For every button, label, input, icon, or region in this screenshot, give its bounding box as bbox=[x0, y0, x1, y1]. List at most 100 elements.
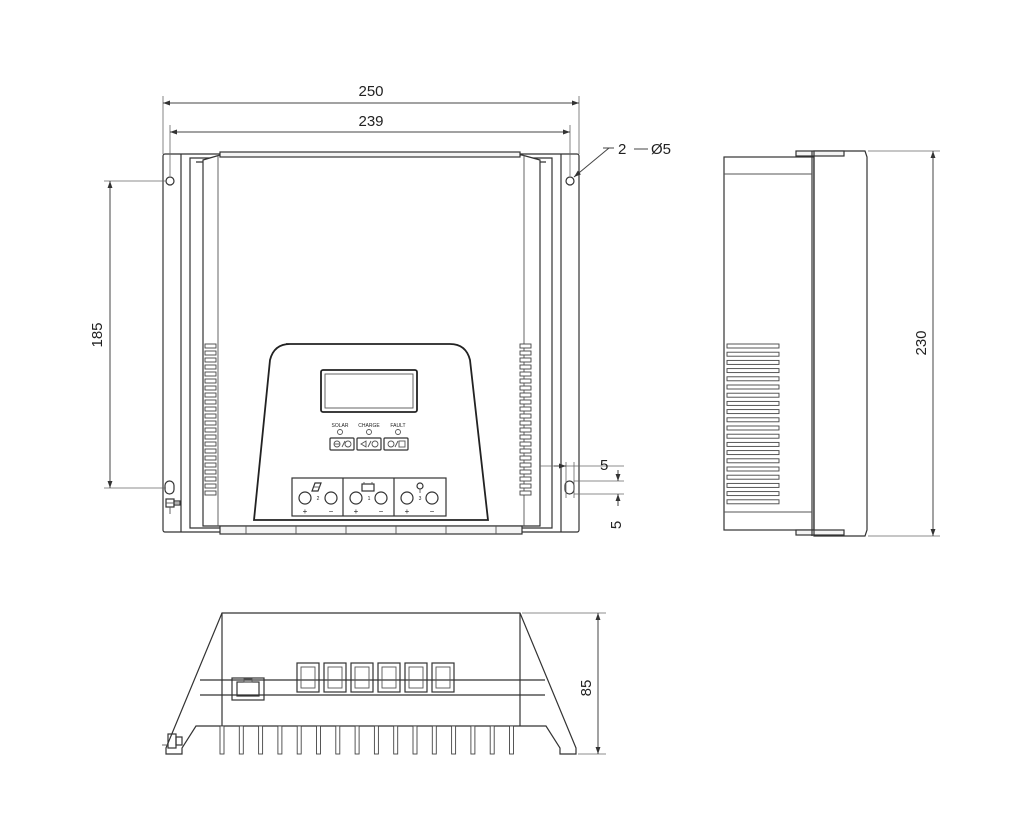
fin bbox=[726, 400, 780, 406]
bottom-fins bbox=[219, 725, 514, 755]
fin bbox=[204, 357, 217, 363]
fin bbox=[219, 725, 225, 755]
fin bbox=[726, 368, 780, 374]
fin bbox=[204, 392, 217, 398]
fin bbox=[726, 359, 780, 365]
cable-gland-inner bbox=[354, 666, 370, 689]
fin bbox=[204, 448, 217, 454]
dimension-label-239: 239 bbox=[358, 113, 383, 130]
fin bbox=[519, 490, 532, 496]
fin bbox=[431, 725, 437, 755]
button-3 bbox=[383, 437, 409, 451]
cable-glands bbox=[296, 662, 455, 693]
led-label-charge: CHARGE bbox=[358, 423, 380, 429]
fin bbox=[519, 406, 532, 412]
terminal-sign: − bbox=[329, 507, 334, 516]
cable-gland-inner bbox=[327, 666, 343, 689]
fin bbox=[204, 364, 217, 370]
fin bbox=[726, 474, 780, 480]
side-fins bbox=[726, 343, 780, 505]
cable-gland bbox=[296, 662, 320, 693]
terminal-number-solar: 2 bbox=[317, 496, 320, 502]
fin bbox=[519, 441, 532, 447]
fin bbox=[354, 725, 360, 755]
cable-gland bbox=[323, 662, 347, 693]
fin bbox=[519, 434, 532, 440]
terminal-sign: − bbox=[379, 507, 384, 516]
fin bbox=[726, 384, 780, 390]
fin bbox=[204, 399, 217, 405]
fin bbox=[519, 385, 532, 391]
terminal-sign: + bbox=[303, 507, 308, 516]
button-1 bbox=[329, 437, 355, 451]
fin bbox=[726, 343, 780, 349]
fin bbox=[373, 725, 379, 755]
cable-gland-inner bbox=[381, 666, 397, 689]
fin bbox=[519, 392, 532, 398]
fin bbox=[204, 441, 217, 447]
fin bbox=[726, 466, 780, 472]
side-view bbox=[723, 150, 868, 537]
fin bbox=[204, 350, 217, 356]
fin bbox=[519, 350, 532, 356]
dimension-250: 250 bbox=[162, 83, 580, 154]
hole-diameter-label: Ø5 bbox=[651, 141, 671, 158]
fin bbox=[519, 343, 532, 349]
dimension-85: 85 bbox=[522, 612, 606, 755]
fin bbox=[519, 364, 532, 370]
mounting-hole-right bbox=[565, 176, 575, 186]
fin bbox=[519, 462, 532, 468]
fin bbox=[412, 725, 418, 755]
fin bbox=[726, 450, 780, 456]
ground-screw-icon bbox=[165, 498, 181, 514]
cable-gland-inner bbox=[300, 666, 316, 689]
fin bbox=[204, 406, 217, 412]
cable-gland bbox=[404, 662, 428, 693]
fin bbox=[204, 378, 217, 384]
fin bbox=[519, 399, 532, 405]
fin bbox=[726, 351, 780, 357]
fin bbox=[726, 376, 780, 382]
battery-icon bbox=[361, 482, 375, 492]
cable-gland-inner bbox=[435, 666, 451, 689]
front-view: SOLAR CHARGE FAULT bbox=[162, 151, 580, 535]
fin bbox=[726, 433, 780, 439]
led-label-fault: FAULT bbox=[390, 423, 405, 429]
fin bbox=[204, 483, 217, 489]
fin bbox=[470, 725, 476, 755]
fin bbox=[204, 420, 217, 426]
fin bbox=[277, 725, 283, 755]
terminal-screws bbox=[298, 491, 439, 505]
dimension-label-230: 230 bbox=[913, 330, 930, 355]
fin bbox=[519, 469, 532, 475]
load-bulb-icon bbox=[416, 482, 424, 493]
led-indicators: SOLAR CHARGE FAULT bbox=[332, 423, 406, 435]
fin bbox=[519, 427, 532, 433]
terminal-number-load: 3 bbox=[419, 496, 422, 502]
fin bbox=[726, 425, 780, 431]
fin bbox=[204, 385, 217, 391]
fin bbox=[451, 725, 457, 755]
fin bbox=[519, 476, 532, 482]
terminal-sign: + bbox=[405, 507, 410, 516]
fin bbox=[726, 491, 780, 497]
panel-buttons bbox=[329, 437, 409, 451]
fin bbox=[204, 490, 217, 496]
fin bbox=[726, 458, 780, 464]
dimension-slot: 5 5 bbox=[540, 457, 625, 529]
fin bbox=[204, 371, 217, 377]
fin bbox=[519, 413, 532, 419]
dimension-185: 185 bbox=[89, 180, 166, 489]
fin bbox=[393, 725, 399, 755]
solar-panel-icon bbox=[311, 482, 322, 492]
cable-gland bbox=[350, 662, 374, 693]
cable-gland bbox=[431, 662, 455, 693]
fin bbox=[204, 343, 217, 349]
fin bbox=[204, 476, 217, 482]
ground-screw-bottom-icon bbox=[162, 733, 183, 749]
fin bbox=[519, 483, 532, 489]
slot-width-label: 5 bbox=[600, 457, 608, 474]
fin bbox=[204, 413, 217, 419]
hole-count-label: 2 bbox=[618, 141, 626, 158]
